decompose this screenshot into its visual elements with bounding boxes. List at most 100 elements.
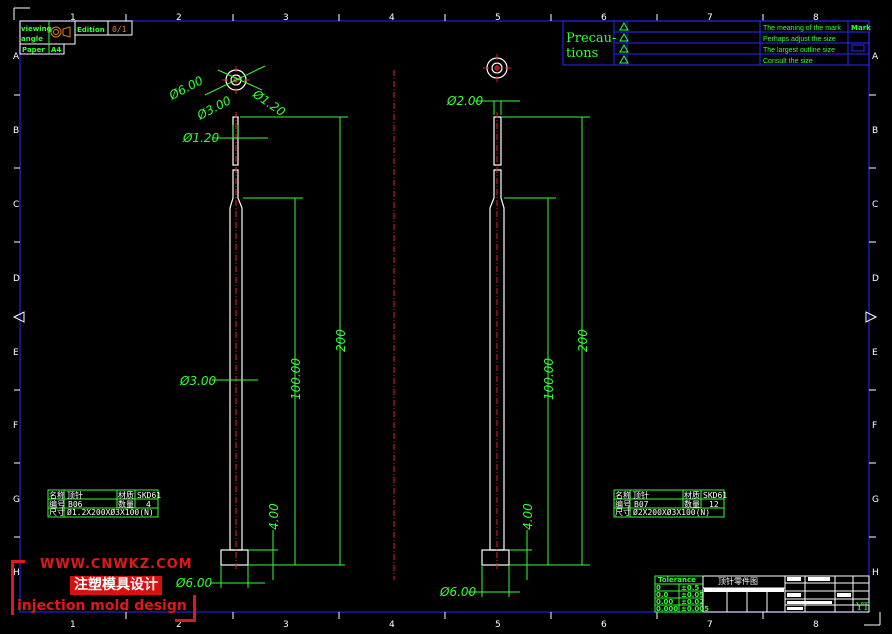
svg-text:A: A [872, 52, 879, 62]
title-block: Tolerance 0±0.5 0.0±0.05 0.00±0.02 0.000… [654, 575, 870, 613]
svg-text:Ø1.20: Ø1.20 [249, 86, 288, 119]
corner-marks [13, 7, 881, 626]
svg-text:G: G [13, 495, 20, 505]
svg-text:Ø6.00: Ø6.00 [175, 576, 213, 590]
svg-text:D: D [872, 274, 879, 284]
company-logo: YT [855, 602, 870, 613]
svg-text:C: C [872, 200, 878, 210]
svg-text:Edition: Edition [77, 26, 105, 34]
svg-text:数量: 数量 [684, 499, 700, 509]
svg-text:编号: 编号 [49, 499, 65, 509]
svg-text:H: H [13, 568, 20, 578]
watermark-url: WWW.CNWKZ.COM [40, 557, 193, 572]
svg-text:angle: angle [21, 35, 43, 43]
svg-text:Mark: Mark [851, 24, 871, 32]
svg-text:Precau-: Precau- [566, 31, 616, 46]
svg-text:4: 4 [389, 13, 395, 23]
svg-text:±0.5: ±0.5 [681, 584, 699, 592]
svg-text:A4: A4 [51, 46, 61, 54]
svg-text:材质: 材质 [118, 490, 134, 500]
precautions-table: Precau- tions The meaning of the mark Pe… [562, 20, 871, 66]
right-spec-table: 名称 顶针 材质 SKD61 编号 B07 数量 12 尺寸 Ø2X200XØ3… [613, 489, 727, 518]
svg-text:1: 1 [70, 13, 76, 23]
svg-text:Perhaps adjust the size: Perhaps adjust the size [763, 36, 836, 43]
svg-text:Ø2.00: Ø2.00 [446, 94, 484, 108]
svg-text:C: C [13, 200, 19, 210]
svg-text:100.00: 100.00 [289, 358, 303, 400]
svg-text:1: 1 [70, 620, 76, 630]
svg-text:Consult the size: Consult the size [763, 58, 813, 65]
svg-text:A: A [13, 52, 20, 62]
svg-text:7: 7 [707, 13, 713, 23]
svg-text:viewing: viewing [21, 25, 52, 33]
svg-text:数量: 数量 [118, 499, 134, 509]
svg-text:B: B [872, 126, 878, 136]
svg-text:±0.005: ±0.005 [681, 605, 709, 613]
svg-text:SKD61: SKD61 [137, 491, 161, 500]
svg-text:7: 7 [707, 620, 713, 630]
svg-text:12: 12 [709, 500, 719, 509]
svg-text:F: F [13, 421, 18, 431]
svg-text:3: 3 [283, 620, 289, 630]
svg-text:SKD61: SKD61 [703, 491, 727, 500]
row-labels: A B C D E F G H A B C D E F G H [13, 52, 879, 578]
svg-text:The meaning of the mark: The meaning of the mark [763, 25, 841, 32]
svg-text:E: E [872, 348, 878, 358]
svg-text:Tolerance: Tolerance [658, 576, 696, 584]
projection-symbol-icon [50, 26, 71, 38]
svg-text:G: G [872, 495, 879, 505]
svg-text:Ø1.20: Ø1.20 [182, 131, 220, 145]
svg-text:Ø1.2X200XØ3X100(N): Ø1.2X200XØ3X100(N) [67, 507, 154, 517]
svg-text:尺寸: 尺寸 [615, 507, 631, 517]
svg-text:200: 200 [334, 329, 348, 352]
svg-text:4: 4 [146, 500, 151, 509]
svg-text:4.00: 4.00 [521, 503, 535, 530]
svg-text:Ø3.00: Ø3.00 [179, 374, 217, 388]
svg-text:The largest outline size: The largest outline size [763, 47, 835, 54]
svg-text:0.000: 0.000 [656, 605, 678, 613]
svg-text:8: 8 [813, 620, 819, 630]
svg-text:tions: tions [566, 46, 598, 61]
column-labels-top: 1 2 3 4 5 6 7 8 [70, 13, 819, 23]
svg-text:4: 4 [389, 620, 395, 630]
svg-text:顶针零件图: 顶针零件图 [718, 576, 758, 586]
svg-text:0.00: 0.00 [656, 598, 673, 606]
center-arrows [12, 311, 878, 323]
watermark-en: injection mold design [17, 598, 187, 614]
left-ejector-pin: Ø6.00 Ø3.00 Ø1.20 Ø1.20 Ø3.00 200 100.00… [166, 65, 348, 590]
svg-text:B: B [13, 126, 19, 136]
svg-text:Ø6.00: Ø6.00 [166, 73, 206, 103]
svg-text:H: H [872, 568, 879, 578]
svg-text:Ø2X200XØ3X100(N): Ø2X200XØ3X100(N) [633, 507, 710, 517]
svg-text:6: 6 [601, 13, 607, 23]
left-spec-table: 名称 顶针 材质 SKD61 编号 B06 数量 4 尺寸 Ø1.2X200XØ… [47, 489, 161, 518]
right-ejector-pin: Ø2.00 200 100.00 4.00 Ø6.00 [439, 54, 590, 599]
svg-text:Paper: Paper [22, 46, 45, 54]
svg-text:2: 2 [176, 620, 182, 630]
svg-text:名称: 名称 [49, 490, 65, 500]
svg-text:0.0: 0.0 [656, 591, 669, 599]
svg-text:名称: 名称 [615, 490, 631, 500]
svg-text:D: D [13, 274, 20, 284]
svg-text:Ø6.00: Ø6.00 [439, 585, 477, 599]
grid-ticks [14, 14, 876, 619]
svg-text:B07: B07 [634, 500, 649, 509]
svg-text:8: 8 [813, 13, 819, 23]
svg-text:0: 0 [656, 584, 661, 592]
svg-text:Ø3.00: Ø3.00 [194, 93, 234, 123]
svg-text:顶针: 顶针 [67, 490, 83, 500]
left-end-view: Ø6.00 Ø3.00 Ø1.20 [166, 65, 288, 123]
right-end-view [483, 54, 511, 82]
svg-text:尺寸: 尺寸 [49, 507, 65, 517]
svg-text:2: 2 [176, 13, 182, 23]
svg-text:顶针: 顶针 [633, 490, 649, 500]
watermark-cn: 注塑模具设计 [70, 576, 162, 595]
svg-text:±0.02: ±0.02 [681, 598, 704, 606]
svg-text:F: F [872, 421, 877, 431]
svg-text:3: 3 [283, 13, 289, 23]
svg-text:E: E [13, 348, 19, 358]
svg-text:5: 5 [495, 620, 501, 630]
